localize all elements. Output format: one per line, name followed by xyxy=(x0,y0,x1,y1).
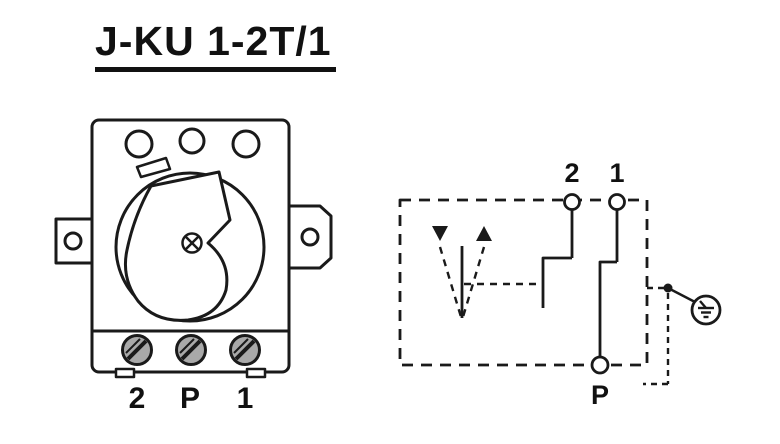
page-title: J-KU 1-2T/1 xyxy=(95,18,336,72)
earth-connector xyxy=(667,286,696,304)
terminal-2-node xyxy=(563,193,581,211)
screw-slot-1b xyxy=(233,338,249,354)
capillary-clamp xyxy=(135,156,172,179)
schematic-terminal-label-p: P xyxy=(591,380,609,410)
contact-step xyxy=(541,256,572,308)
screw-slot-pb xyxy=(179,338,195,354)
device-terminal-label-2: 2 xyxy=(129,382,146,415)
up-triangle-icon xyxy=(476,226,492,241)
sensor-dashed-left xyxy=(438,246,463,318)
mounting-hole-right xyxy=(300,227,320,247)
schematic-terminal-label-2: 2 xyxy=(564,158,579,188)
down-triangle-icon xyxy=(432,226,448,241)
earth-circle xyxy=(690,294,722,326)
screw-slot-2b xyxy=(125,338,141,354)
schematic-terminal-label-1: 1 xyxy=(609,158,624,188)
terminal-screws xyxy=(121,334,261,366)
device-terminal-label-p: P xyxy=(180,382,200,415)
dial-cam xyxy=(123,170,232,322)
earth-ground-icon xyxy=(690,294,722,326)
circuit-schematic: 2 1 P xyxy=(398,158,722,410)
top-hole-left xyxy=(124,129,154,159)
mounting-hole-left xyxy=(63,231,83,251)
terminal-p-node xyxy=(590,355,610,375)
device-top-view: 2 P 1 xyxy=(54,118,333,415)
bottom-tab-left xyxy=(114,367,136,379)
top-hole-right xyxy=(231,129,261,159)
terminal-1-node xyxy=(608,193,626,211)
screw-slot-1a xyxy=(234,339,256,361)
sensor-dashed-right xyxy=(461,246,486,318)
schematic-enclosure xyxy=(398,198,649,367)
screw-cross-line-2 xyxy=(184,235,200,251)
lead-terminal-p xyxy=(598,260,617,357)
device-terminal-label-1: 1 xyxy=(237,382,254,415)
screw-slot-2a xyxy=(126,339,148,361)
bottom-tab-right xyxy=(245,367,267,379)
screw-slot-pa xyxy=(180,339,202,361)
top-hole-center xyxy=(178,127,206,155)
